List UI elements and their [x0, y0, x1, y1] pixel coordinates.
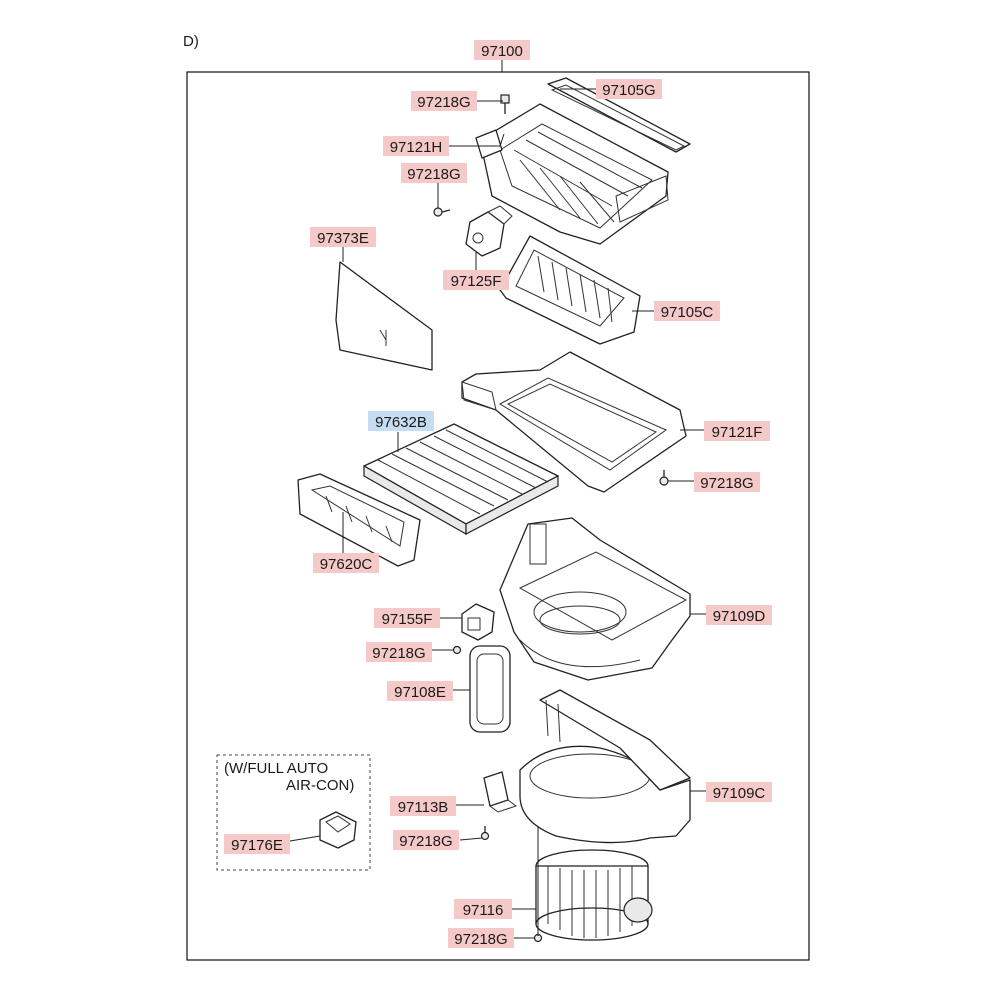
part-97121f-filter-frame: [461, 351, 687, 493]
screw-97218g-2: [433, 207, 451, 217]
callout-97620c[interactable]: 97620C: [313, 553, 379, 573]
callout-97109c[interactable]: 97109C: [706, 782, 772, 802]
svg-text:97218G: 97218G: [407, 166, 460, 183]
part-97113b-resistor: [483, 771, 518, 813]
callout-97155f[interactable]: 97155F: [374, 608, 440, 628]
part-97109d-upper-blower-case: [499, 517, 691, 681]
svg-text:97109C: 97109C: [713, 785, 766, 802]
corner-text: D): [183, 33, 199, 50]
part-97105c-intake-housing: [499, 235, 641, 345]
callout-97373e[interactable]: 97373E: [310, 227, 376, 247]
callout-97109d[interactable]: 97109D: [706, 605, 772, 625]
part-97116-blower-motor: [535, 849, 653, 941]
part-97121h-upper-case: [475, 103, 669, 245]
assembly-frame: [186, 71, 810, 961]
option-note-line2: AIR-CON): [286, 777, 354, 794]
callout-97218g-5[interactable]: 97218G: [393, 830, 459, 850]
callout-97121h[interactable]: 97121H: [383, 136, 449, 156]
screw-97218g-3: [659, 470, 669, 486]
part-97632b-cabin-filter: [363, 423, 559, 536]
callout-97218g-6[interactable]: 97218G: [448, 928, 514, 948]
svg-text:97100: 97100: [481, 43, 523, 60]
part-97176e-sensor: [319, 811, 357, 849]
part-97373e-gasket-sheet: [335, 261, 433, 371]
svg-text:97108E: 97108E: [394, 684, 446, 701]
svg-text:97373E: 97373E: [317, 230, 369, 247]
part-97105g-seal-strip: [547, 77, 691, 153]
callout-97105g[interactable]: 97105G: [596, 79, 662, 99]
screw-97218g-5: [480, 826, 490, 841]
part-97108e-gasket-ring: [469, 645, 511, 733]
svg-text:97176E: 97176E: [231, 837, 283, 854]
callout-97176e[interactable]: 97176E: [224, 834, 290, 854]
callout-97218g-3[interactable]: 97218G: [694, 472, 760, 492]
option-box: [216, 754, 371, 871]
svg-text:97218G: 97218G: [417, 94, 470, 111]
screw-97218g-1: [500, 94, 510, 114]
callout-97116[interactable]: 97116: [454, 899, 512, 919]
part-97125f-actuator: [465, 205, 513, 257]
svg-text:97632B: 97632B: [375, 414, 427, 431]
svg-text:97121F: 97121F: [712, 424, 763, 441]
part-97620c-duct: [297, 473, 421, 567]
part-97155f-actuator: [461, 603, 495, 641]
callout-97125f[interactable]: 97125F: [443, 270, 509, 290]
callout-97108e[interactable]: 97108E: [387, 681, 453, 701]
svg-text:97105G: 97105G: [602, 82, 655, 99]
callout-97218g-1[interactable]: 97218G: [411, 91, 477, 111]
part-97109c-lower-blower-case: [519, 689, 691, 844]
svg-text:97125F: 97125F: [451, 273, 502, 290]
svg-text:97218G: 97218G: [454, 931, 507, 948]
callout-97105c[interactable]: 97105C: [654, 301, 720, 321]
svg-text:97109D: 97109D: [713, 608, 766, 625]
svg-text:97105C: 97105C: [661, 304, 714, 321]
screw-97218g-4: [452, 645, 462, 655]
svg-text:97113B: 97113B: [398, 799, 449, 816]
svg-text:97121H: 97121H: [390, 139, 443, 156]
option-note-line1: (W/FULL AUTO: [224, 760, 328, 777]
svg-text:97155F: 97155F: [382, 611, 433, 628]
svg-text:97218G: 97218G: [399, 833, 452, 850]
callout-97218g-4[interactable]: 97218G: [366, 642, 432, 662]
svg-text:97218G: 97218G: [372, 645, 425, 662]
assembly-callout[interactable]: 97100: [474, 40, 530, 60]
svg-text:97620C: 97620C: [320, 556, 373, 573]
svg-text:97116: 97116: [463, 902, 504, 919]
callout-97218g-2[interactable]: 97218G: [401, 163, 467, 183]
callout-97632b-selected[interactable]: 97632B: [368, 411, 434, 431]
callout-97121f[interactable]: 97121F: [704, 421, 770, 441]
callout-97113b[interactable]: 97113B: [390, 796, 456, 816]
svg-text:97218G: 97218G: [700, 475, 753, 492]
